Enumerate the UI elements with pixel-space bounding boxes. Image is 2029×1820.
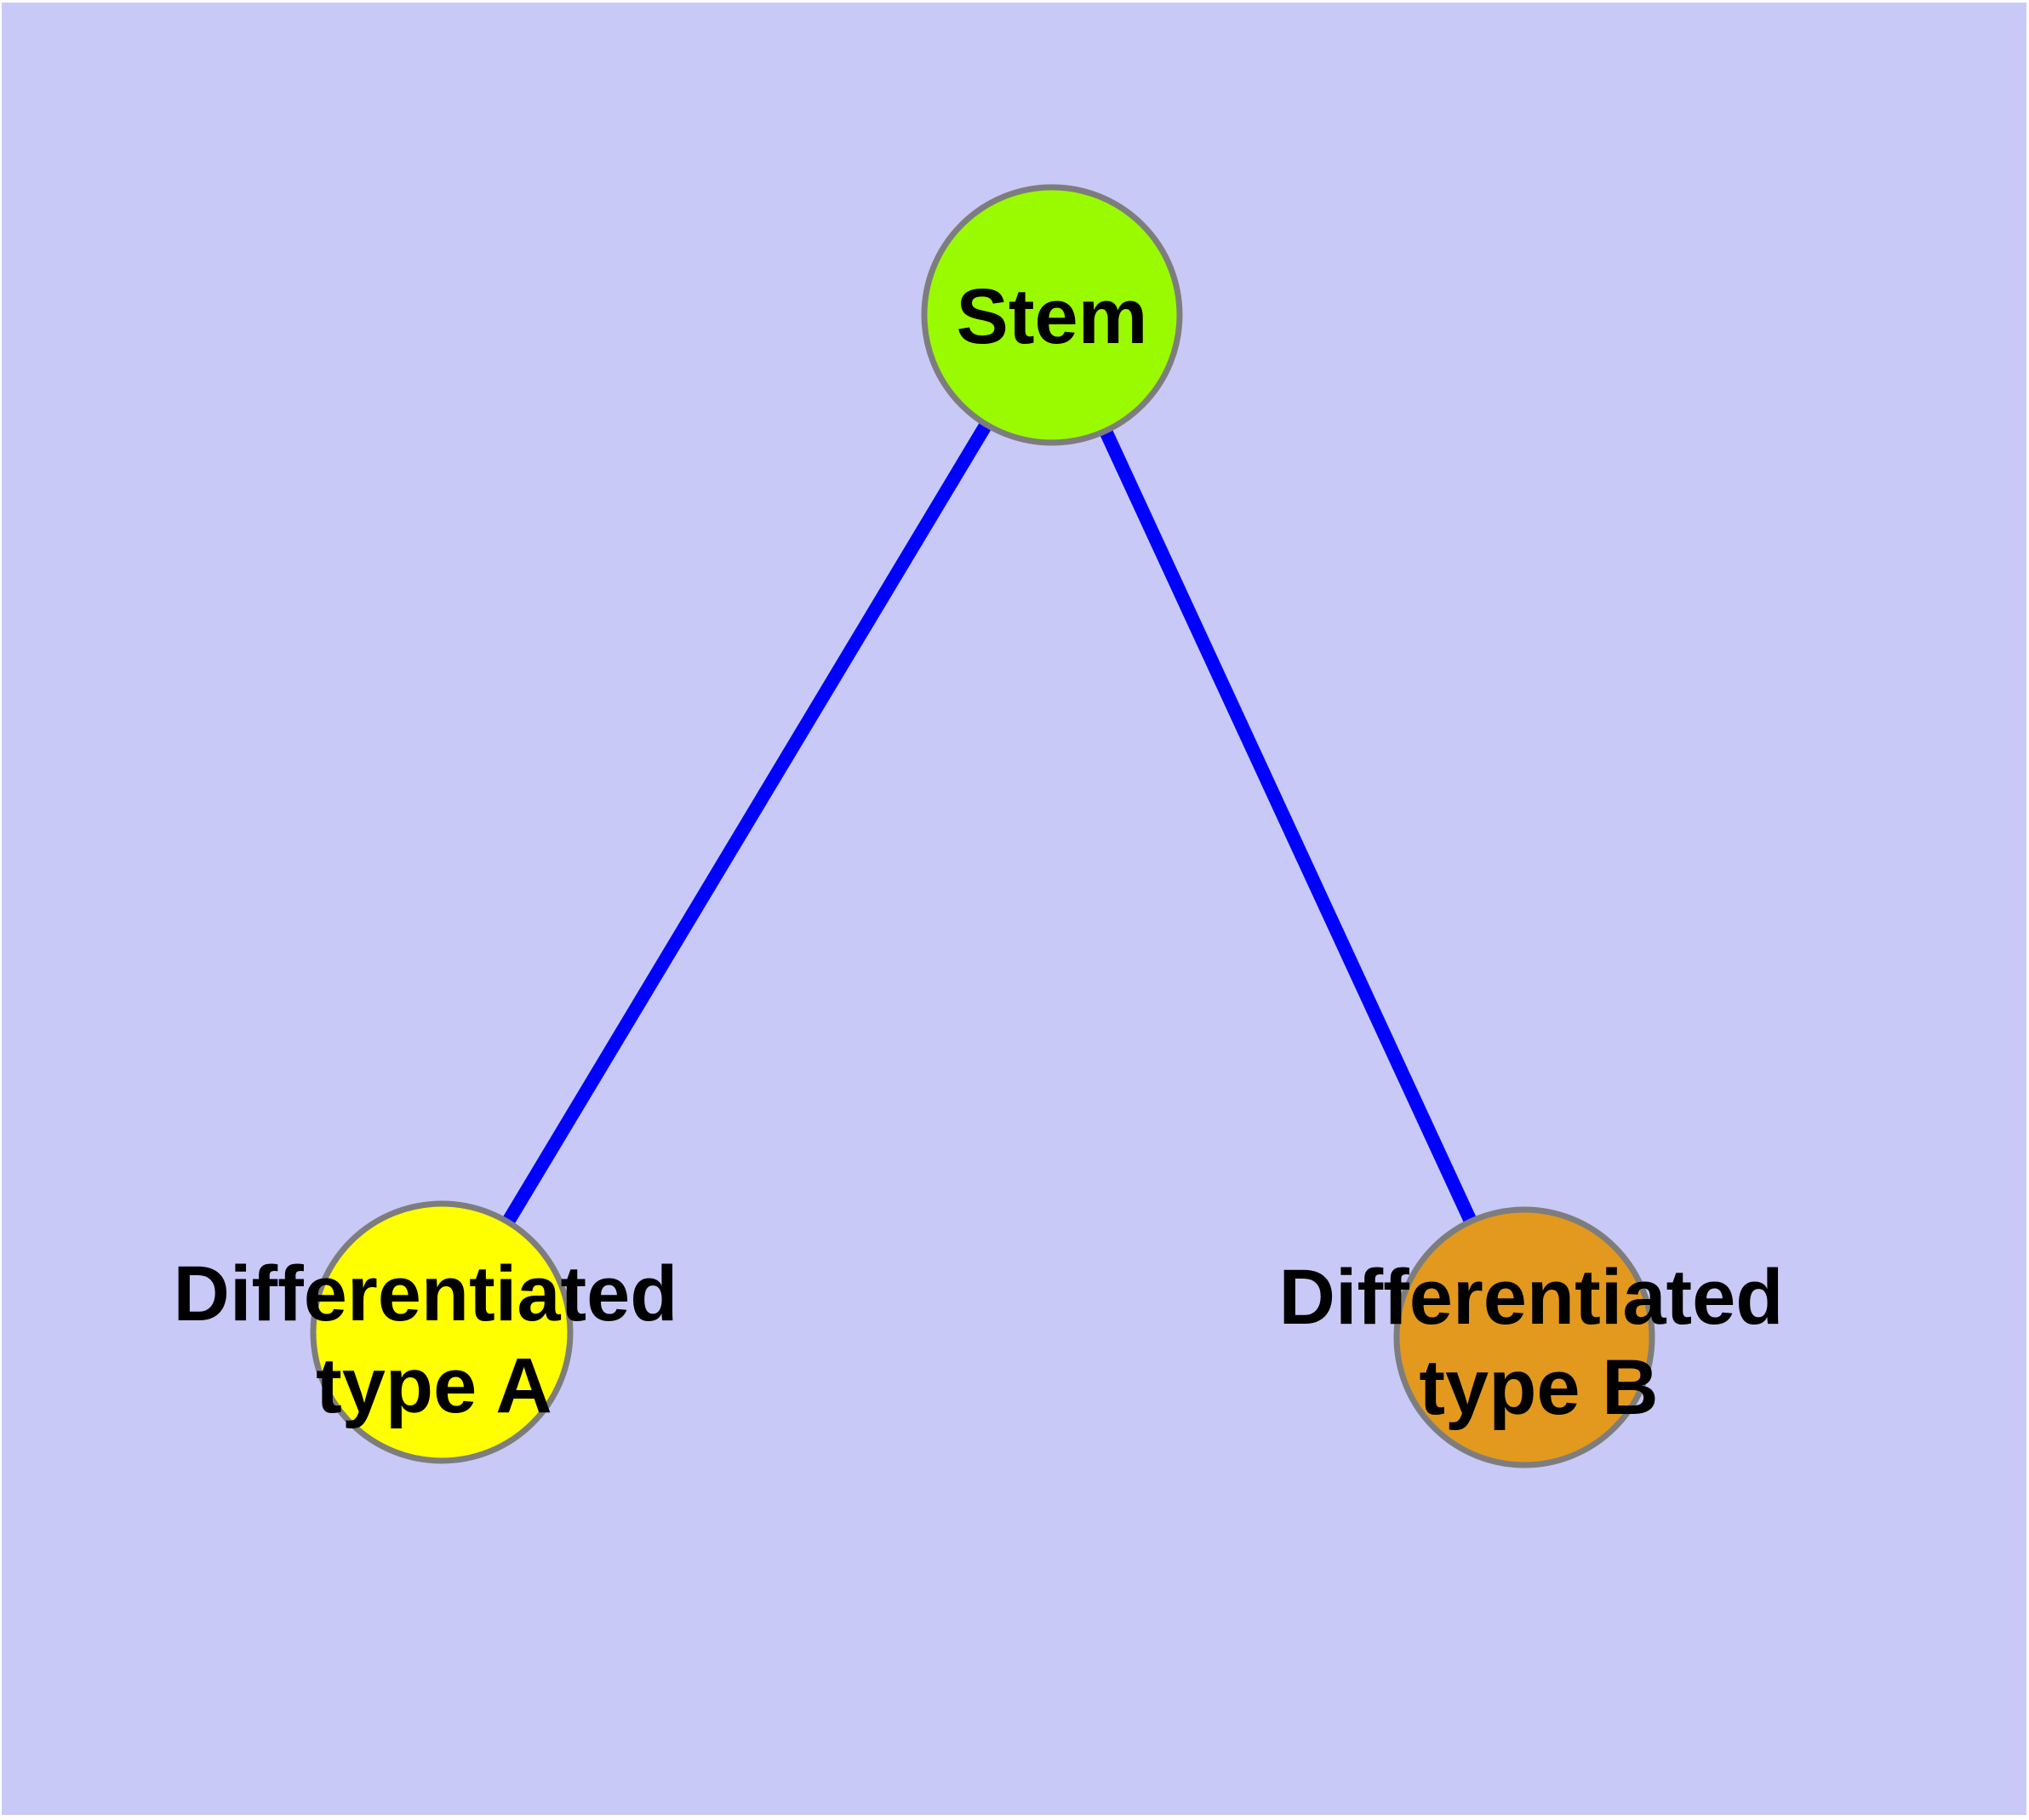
edge-stem-to-type-a — [436, 311, 1058, 1336]
node-type-b-label-line1: Differentiated — [1279, 1254, 1784, 1341]
node-differentiated-type-a[interactable]: Differentiated type A — [174, 1200, 678, 1464]
node-differentiated-type-b[interactable]: Differentiated type B — [1279, 1206, 1784, 1468]
node-stem-circle[interactable] — [921, 184, 1183, 446]
node-stem[interactable]: Stem — [921, 184, 1183, 446]
node-stem-label: Stem — [957, 273, 1148, 360]
node-type-a-label-line1: Differentiated — [174, 1251, 678, 1337]
node-type-b-label-line2: type B — [1419, 1344, 1658, 1431]
node-type-a-circle[interactable] — [310, 1200, 574, 1464]
edge-stem-to-type-b — [1045, 312, 1531, 1341]
node-type-a-label-line2: type A — [316, 1342, 552, 1429]
node-type-b-circle[interactable] — [1393, 1206, 1655, 1468]
